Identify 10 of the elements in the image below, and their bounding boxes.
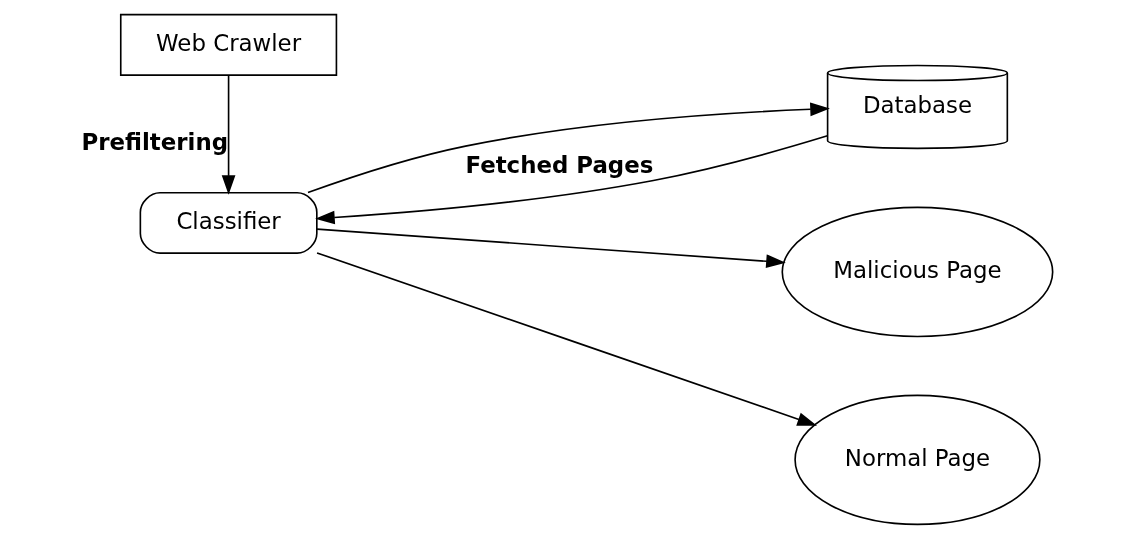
edge-label: Prefiltering	[81, 129, 228, 156]
arrow	[306, 102, 830, 194]
arrow	[221, 74, 235, 195]
edge-label: Fetched Pages	[465, 151, 653, 178]
node-ellipse: Malicious Page	[780, 206, 1053, 338]
arrow	[315, 228, 786, 269]
arrow	[314, 135, 828, 225]
node-box: Web Crawler	[119, 13, 337, 76]
node-box: Classifier	[139, 191, 318, 254]
arrow	[315, 252, 817, 426]
